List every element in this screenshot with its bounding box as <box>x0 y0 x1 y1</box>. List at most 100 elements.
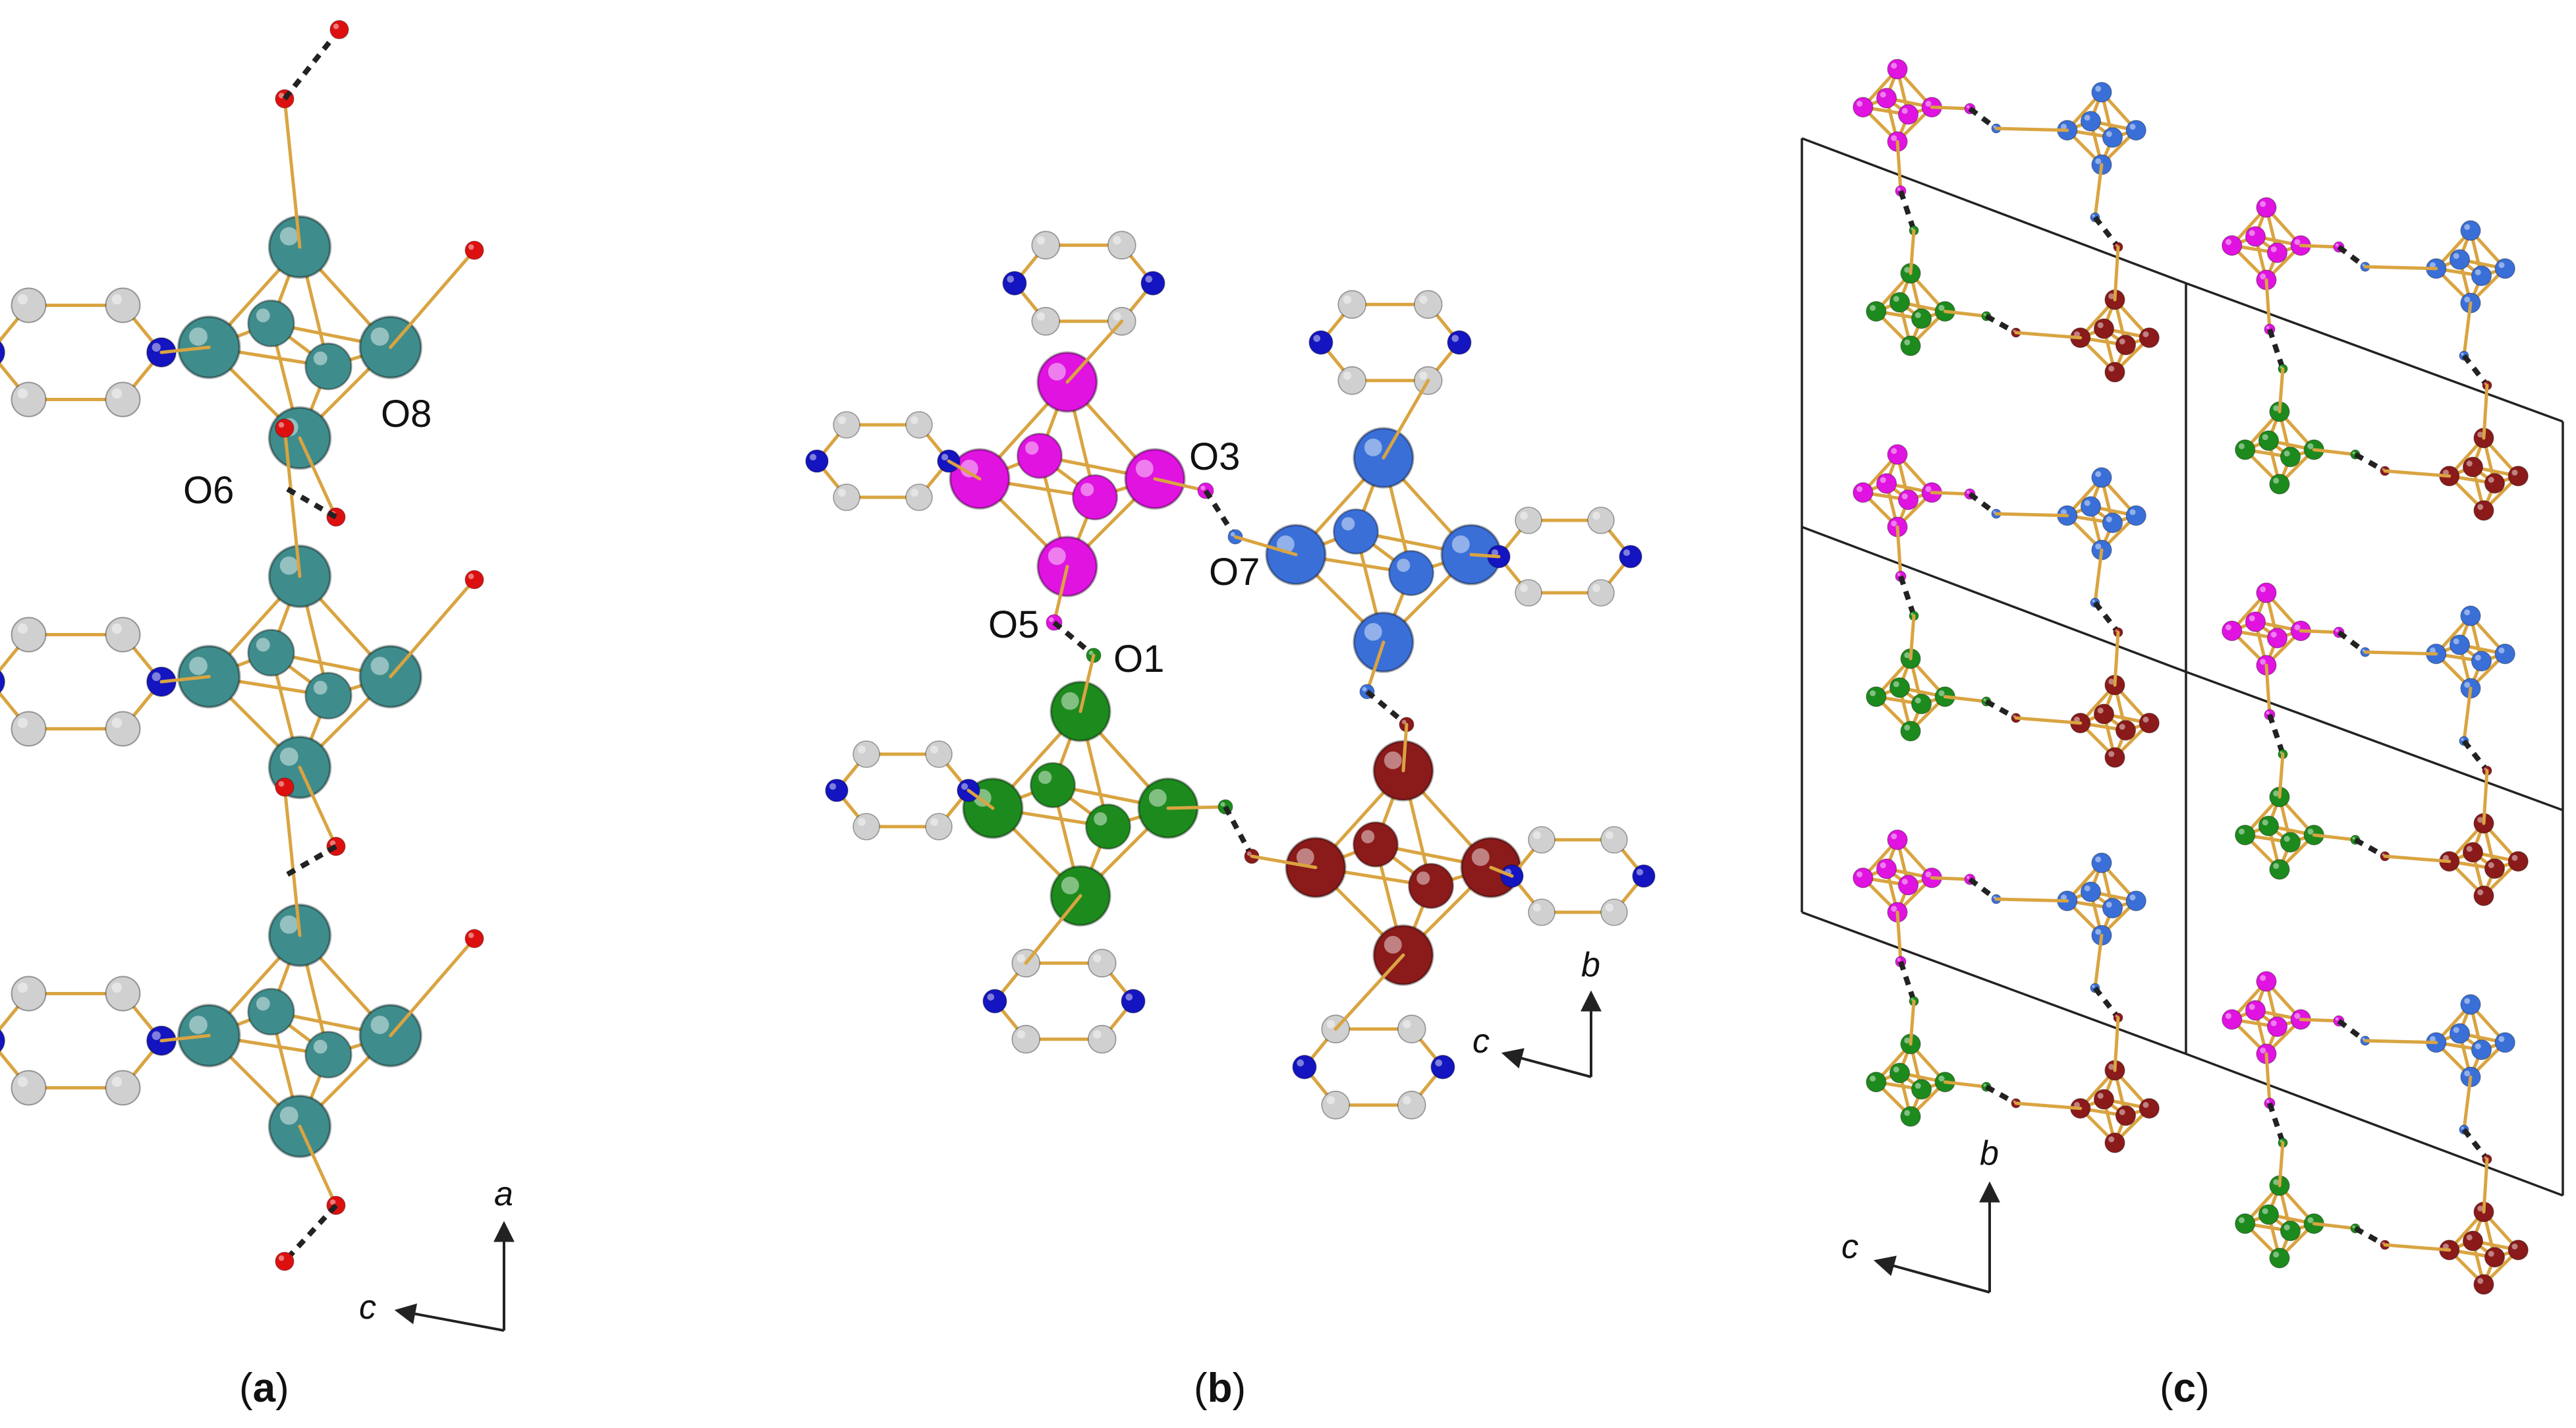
molybdenum-atom <box>1876 473 1897 494</box>
atom-highlight <box>2464 998 2471 1004</box>
atom-highlight <box>2294 624 2301 630</box>
atom-highlight <box>2108 1064 2115 1070</box>
atom-highlight <box>1401 719 1407 725</box>
atom-highlight <box>1145 275 1153 283</box>
molybdenum-atom <box>2494 644 2515 665</box>
atom-highlight <box>2249 230 2255 236</box>
hydrogen-bond <box>1052 620 1096 658</box>
molybdenum-atom <box>1853 867 1874 889</box>
molybdenum-atom <box>304 672 352 720</box>
carbon-atom <box>11 381 47 418</box>
molybdenum-atom <box>1853 97 1874 118</box>
atom-highlight <box>2092 599 2095 603</box>
bond <box>1994 512 2069 518</box>
atom-highlight <box>1857 486 1862 492</box>
bond <box>298 765 338 848</box>
molybdenum-atom <box>2235 1213 2256 1234</box>
atom-highlight <box>1938 305 1945 311</box>
bond <box>1909 229 1916 275</box>
molybdenum-atom <box>1911 308 1932 329</box>
bond <box>2113 630 2120 687</box>
nitrogen-atom <box>1292 1055 1317 1080</box>
atom-highlight <box>1915 1083 1921 1089</box>
caption-b: (b) <box>1194 1365 1246 1411</box>
atom-highlight <box>1904 1110 1911 1116</box>
atom-highlight <box>2097 707 2104 714</box>
axis-label-c-b: c <box>1472 1022 1490 1060</box>
bond <box>2014 716 2083 725</box>
bond <box>1365 640 1386 694</box>
oxygen-atom <box>275 1251 294 1271</box>
atom-highlight <box>2266 1099 2270 1103</box>
atom-highlight <box>2262 819 2268 826</box>
atom-highlight <box>2142 717 2149 723</box>
cell-edge <box>2185 282 2563 423</box>
atom-highlight <box>2273 1251 2280 1258</box>
atom-highlight <box>468 932 474 939</box>
carbon-atom <box>833 411 860 439</box>
atom-highlight <box>2453 638 2459 645</box>
atom-highlight <box>1857 101 1862 107</box>
atom-highlight <box>370 327 389 346</box>
atom-highlight <box>838 416 846 424</box>
molybdenum-atom <box>2484 858 2506 879</box>
atom-highlight <box>2249 1004 2255 1010</box>
atom-highlight <box>1891 63 1897 69</box>
atom-highlight <box>2430 647 2436 653</box>
atom-highlight <box>1007 275 1015 283</box>
bond <box>1153 477 1208 493</box>
molybdenum-atom <box>2507 851 2529 872</box>
atom-highlight <box>2307 443 2314 449</box>
atom-highlight <box>1893 296 1899 302</box>
molybdenum-atom <box>1072 474 1118 520</box>
axis-label-a: a <box>494 1175 513 1213</box>
atom-highlight <box>256 308 270 323</box>
nitrogen-atom <box>1121 989 1146 1014</box>
nitrogen-atom <box>0 1029 5 1053</box>
carbon-atom <box>1413 290 1443 319</box>
atom-highlight <box>1592 584 1600 592</box>
molybdenum-atom <box>2507 466 2529 487</box>
atom-highlight <box>930 818 938 826</box>
molybdenum-atom <box>2266 628 2288 649</box>
atom-highlight <box>2239 443 2245 449</box>
atom-highlight <box>1080 483 1094 497</box>
atom-highlight <box>1094 812 1107 826</box>
atom-highlight <box>1364 622 1382 641</box>
atom-highlight <box>2273 478 2280 484</box>
bond <box>947 459 982 481</box>
bond <box>2264 1052 2272 1105</box>
molybdenum-atom <box>2473 500 2494 521</box>
molybdenum-atom <box>1897 875 1919 896</box>
atom-highlight <box>1025 441 1039 455</box>
atom-highlight <box>1870 305 1876 311</box>
atom-highlight <box>1891 833 1897 840</box>
atom-highlight <box>2511 855 2518 861</box>
carbon-atom <box>1321 1090 1351 1120</box>
hydrogen-bond <box>1223 806 1254 858</box>
atom-highlight <box>829 783 837 790</box>
nitrogen-atom <box>825 779 849 802</box>
atom-highlight <box>1384 751 1402 769</box>
atom-highlight <box>278 1255 285 1261</box>
bond <box>2264 278 2272 331</box>
bond <box>1382 379 1430 460</box>
hydrogen-bond <box>1968 491 1998 516</box>
atom-highlight <box>2260 659 2266 665</box>
bond <box>283 426 302 578</box>
bond <box>2312 833 2357 842</box>
atom-highlight <box>2273 863 2280 869</box>
bond <box>2383 469 2451 478</box>
carbon-atom <box>105 1070 141 1106</box>
axis-indicator-c: b c <box>1841 1134 2000 1294</box>
molybdenum-atom <box>2494 258 2515 279</box>
atom-highlight <box>1296 848 1314 866</box>
oxygen-atom <box>275 777 294 797</box>
atom-highlight <box>2260 1047 2266 1054</box>
molybdenum-atom <box>2256 582 2277 603</box>
molybdenum-atom <box>2235 439 2256 460</box>
molybdenum-atom <box>1866 1072 1887 1093</box>
molybdenum-atom <box>2462 842 2484 863</box>
atom-highlight <box>152 1031 161 1040</box>
hydrogen-bond <box>2461 739 2490 773</box>
